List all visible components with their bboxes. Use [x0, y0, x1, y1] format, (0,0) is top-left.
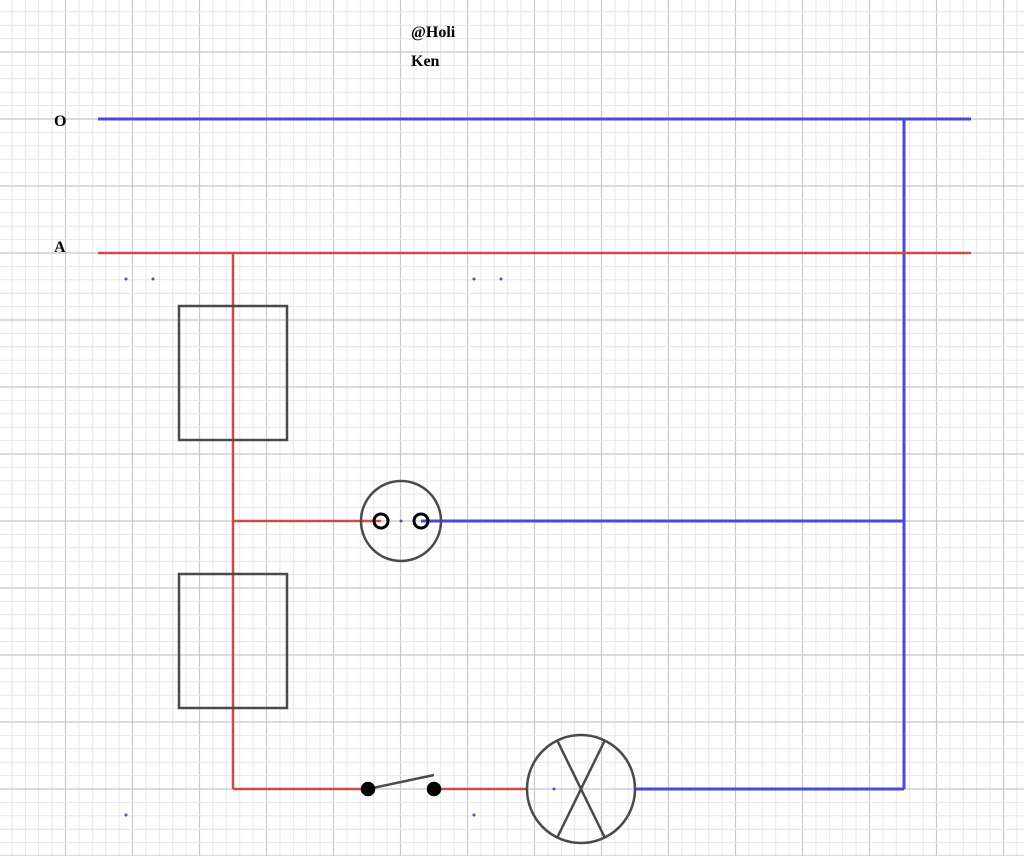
snap-dots — [124, 277, 556, 817]
watermark-line2: Ken — [411, 53, 440, 70]
switch-contact-left — [360, 781, 376, 797]
watermark-line1: @Holi — [411, 24, 456, 41]
switch — [360, 773, 442, 797]
switch-lever — [367, 773, 435, 791]
socket-pin-left — [372, 512, 390, 530]
fuse-box-lower — [177, 572, 289, 710]
socket-outline — [359, 479, 443, 563]
switch-contact-right — [426, 781, 442, 797]
lamp-cross-line-2 — [555, 739, 607, 839]
lamp — [525, 733, 637, 845]
lamp-outline — [525, 733, 637, 845]
fuse-box-upper — [177, 304, 289, 442]
power-socket — [359, 479, 443, 563]
socket-pin-right — [412, 512, 430, 530]
neutral-rail-label: O — [54, 113, 66, 130]
phase-rail-label: A — [54, 239, 66, 256]
